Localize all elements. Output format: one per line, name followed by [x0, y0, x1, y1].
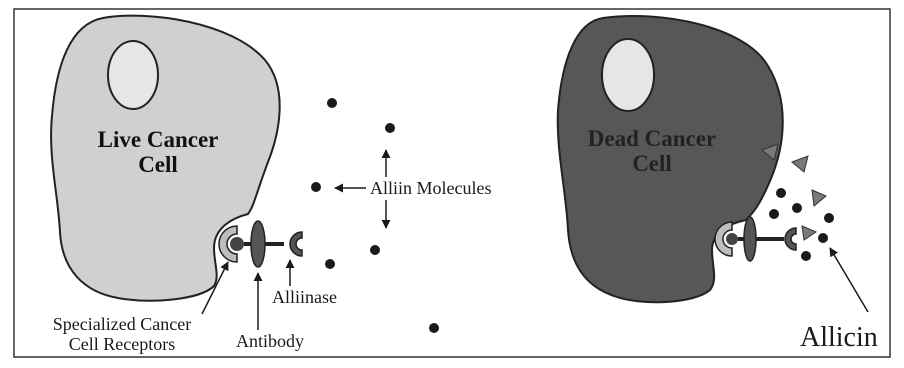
- alliin-label: Alliin Molecules: [370, 178, 491, 198]
- alliinase-label: Alliinase: [272, 287, 337, 307]
- receptors-label-line1: Specialized Cancer: [53, 314, 191, 334]
- allicin-molecule-icon: [812, 190, 826, 206]
- antibody-label: Antibody: [236, 331, 304, 351]
- alliin-molecule: [429, 323, 439, 333]
- alliinase-icon: [290, 232, 302, 256]
- allicin-label: Allicin: [800, 322, 878, 353]
- alliinase-icon: [785, 228, 796, 250]
- live-cell-title-line2: Cell: [138, 152, 178, 177]
- allicin-molecule-icon: [792, 156, 808, 172]
- alliin-molecule: [327, 98, 337, 108]
- antibody-icon: [251, 221, 265, 267]
- allicin-molecules: [762, 144, 826, 240]
- receptors-label-line2: Cell Receptors: [69, 334, 175, 354]
- allicin-molecule-icon: [802, 226, 816, 240]
- dead-cell-title-line1: Dead Cancer: [588, 126, 716, 151]
- dead-receptor-complex: [715, 217, 796, 261]
- dead-cell-title-line2: Cell: [632, 151, 672, 176]
- live-cell-title-line1: Live Cancer: [98, 127, 219, 152]
- antibody-icon: [744, 217, 756, 261]
- alliin-molecule: [385, 123, 395, 133]
- alliin-molecule: [311, 182, 321, 192]
- receptor-core-icon: [726, 233, 738, 245]
- alliin-molecule: [325, 259, 335, 269]
- released-molecules: [769, 188, 834, 261]
- dead-cell-nucleus: [602, 39, 654, 111]
- alliin-molecule: [370, 245, 380, 255]
- live-cell-nucleus: [108, 41, 158, 109]
- receptor-core-icon: [230, 237, 244, 251]
